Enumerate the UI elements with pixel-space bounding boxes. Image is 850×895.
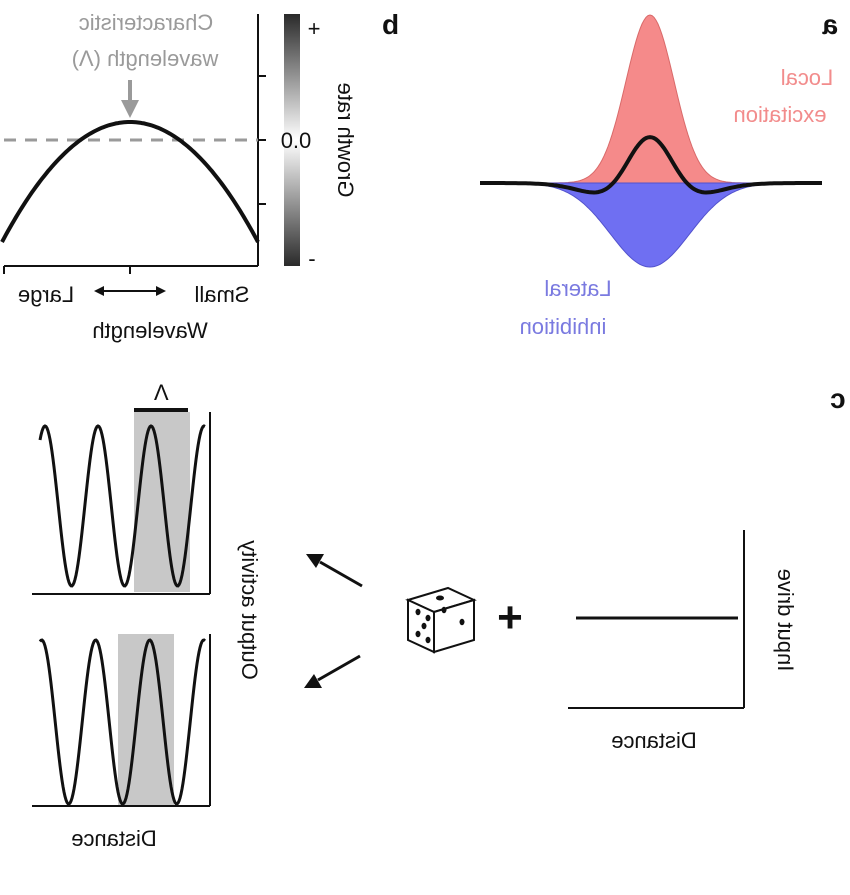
lateral-inhibition-area	[480, 182, 822, 268]
minus-sign: -	[308, 246, 315, 271]
panel-a: a Local excitation Lateral inhibition	[480, 9, 838, 339]
plus-operator: +	[497, 593, 523, 642]
growth-rate-label: Growth rate	[333, 83, 358, 198]
wavelength-axis-label: Wavelength	[92, 318, 207, 343]
local-excitation-area	[480, 14, 822, 184]
input-drive-label: Input drive	[773, 569, 798, 672]
output-top-shade	[134, 412, 190, 592]
local-label-line2: excitation	[734, 102, 827, 127]
input-distance-label: Distance	[611, 728, 697, 753]
plus-sign: +	[308, 16, 321, 41]
lateral-label-line1: Lateral	[544, 276, 611, 301]
output-bottom-wave	[38, 638, 207, 806]
peak-arrow-head	[121, 100, 139, 118]
arrow-up-shaft	[319, 560, 363, 588]
double-arrow-left-head	[94, 286, 104, 296]
panel-b: b Characteristic wavelength (Λ) + - 0.0 …	[0, 9, 399, 343]
zero-tick-label: 0.0	[281, 128, 312, 153]
dice-icon	[405, 586, 477, 654]
x-label-small: Small	[194, 282, 249, 307]
x-label-large: Large	[18, 282, 74, 307]
arrow-down-head	[304, 674, 322, 688]
output-distance-label: Distance	[71, 826, 157, 851]
net-interaction-curve	[480, 135, 822, 195]
arrow-up-head	[306, 554, 324, 568]
arrow-down-shaft	[317, 654, 361, 682]
panel-a-letter: a	[822, 9, 838, 40]
lateral-label-line2: inhibition	[520, 314, 607, 339]
output-activity-label: Output activity	[237, 540, 262, 679]
output-top-wave	[38, 424, 206, 588]
char-wavelength-line1: Characteristic	[79, 10, 213, 35]
panel-c-letter: c	[830, 383, 846, 414]
local-label-line1: Local	[781, 65, 834, 90]
panel-c: c Input drive Distance +	[32, 380, 846, 851]
double-arrow-right-head	[156, 286, 166, 296]
growth-gradient-bar	[284, 14, 300, 266]
panel-b-letter: b	[382, 9, 399, 40]
output-bottom-shade	[118, 634, 174, 806]
lambda-label: Λ	[154, 380, 169, 405]
growth-rate-curve	[0, 120, 260, 243]
char-wavelength-line2: wavelength (Λ)	[72, 46, 220, 71]
